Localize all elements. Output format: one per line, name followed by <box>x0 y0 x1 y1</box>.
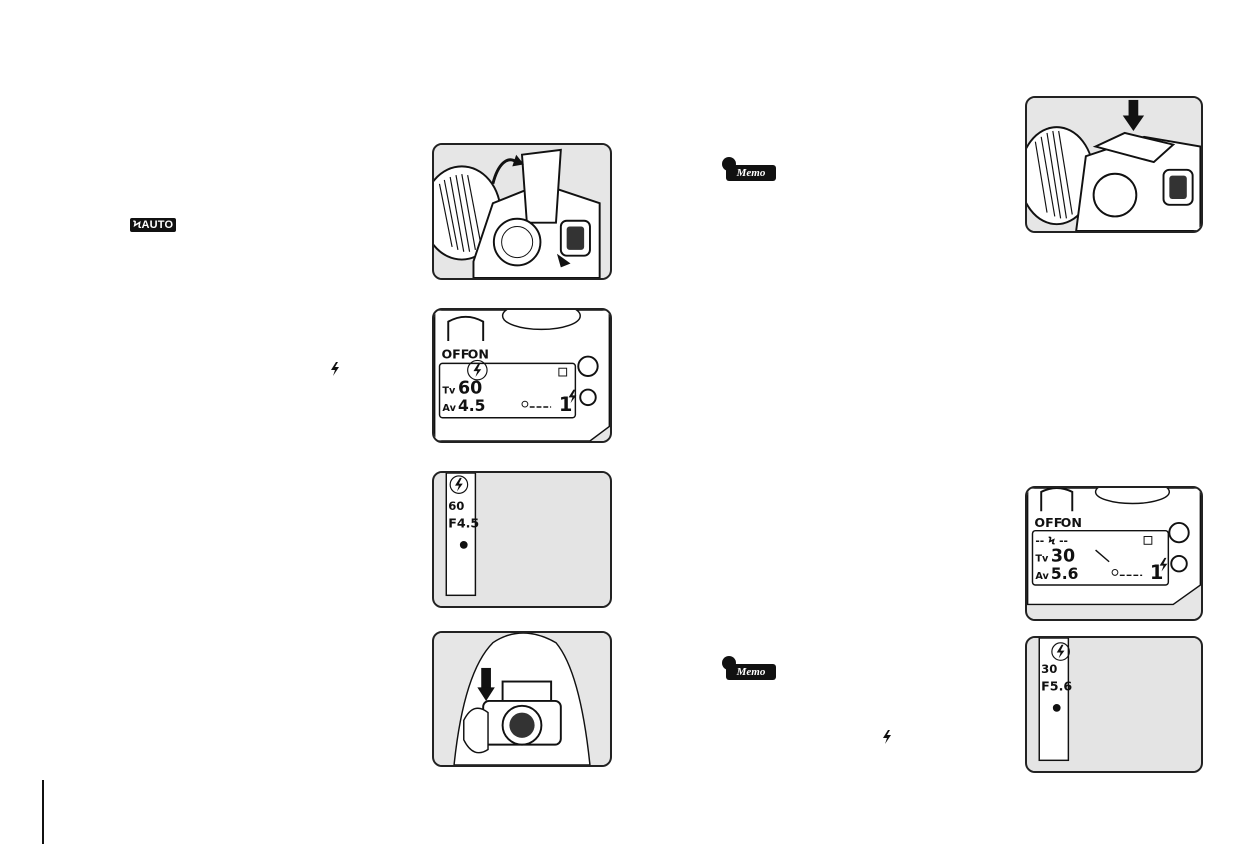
tv-value-2: 30 <box>1051 547 1075 567</box>
figure-bottom-lcd: OFF ON -- Ϟ -- Tv 30 Av 5.6 1 <box>1025 486 1203 621</box>
figure-shooting <box>432 631 612 767</box>
person-camera-illustration <box>434 633 610 765</box>
av-value-2: 5.6 <box>1051 565 1079 583</box>
viewfinder-illustration-2: 30 F5.6 <box>1027 638 1201 771</box>
tv-prefix-2: Tv <box>1035 554 1049 565</box>
vf1-aperture: F4.5 <box>448 515 479 530</box>
flash-auto-badge: ϞAUTO <box>130 218 177 232</box>
viewfinder-illustration-1: 60 F4.5 <box>434 473 610 606</box>
av-prefix-2: Av <box>1035 571 1049 582</box>
tv-prefix: Tv <box>442 385 456 396</box>
figure-top-lcd: OFF ON Tv 60 Av 4.5 1 <box>432 308 612 443</box>
on-label: ON <box>468 347 489 362</box>
on-label-2: ON <box>1061 515 1082 530</box>
figure-viewfinder-1: 60 F4.5 <box>432 471 612 608</box>
vf2-aperture: F5.6 <box>1041 678 1072 693</box>
vf2-shutter: 30 <box>1041 662 1057 676</box>
av-prefix: Av <box>442 403 456 414</box>
tv-value: 60 <box>458 378 482 398</box>
figure-flash-close <box>1025 96 1203 233</box>
flash-icon-2 <box>883 730 891 744</box>
bottom-lcd-illustration: OFF ON -- Ϟ -- Tv 30 Av 5.6 1 <box>1027 488 1201 619</box>
av-value: 4.5 <box>458 397 486 415</box>
camera-flash-up-illustration <box>434 145 610 278</box>
off-label: OFF <box>441 347 469 362</box>
dashes-indicator: -- Ϟ -- <box>1035 534 1068 547</box>
camera-flash-down-illustration <box>1027 98 1201 231</box>
flash-icon <box>331 362 339 376</box>
figure-flash-popup <box>432 143 612 280</box>
frame-count-2: 1 <box>1150 561 1164 584</box>
top-lcd-illustration: OFF ON Tv 60 Av 4.5 1 <box>434 310 610 441</box>
frame-count: 1 <box>559 393 573 416</box>
figure-viewfinder-2: 30 F5.6 <box>1025 636 1203 773</box>
off-label-2: OFF <box>1034 515 1062 530</box>
vf1-shutter: 60 <box>448 499 464 513</box>
memo-icon-2: Memo <box>718 656 778 680</box>
memo-icon-1: Memo <box>718 157 778 181</box>
page-margin-rule <box>42 780 44 844</box>
